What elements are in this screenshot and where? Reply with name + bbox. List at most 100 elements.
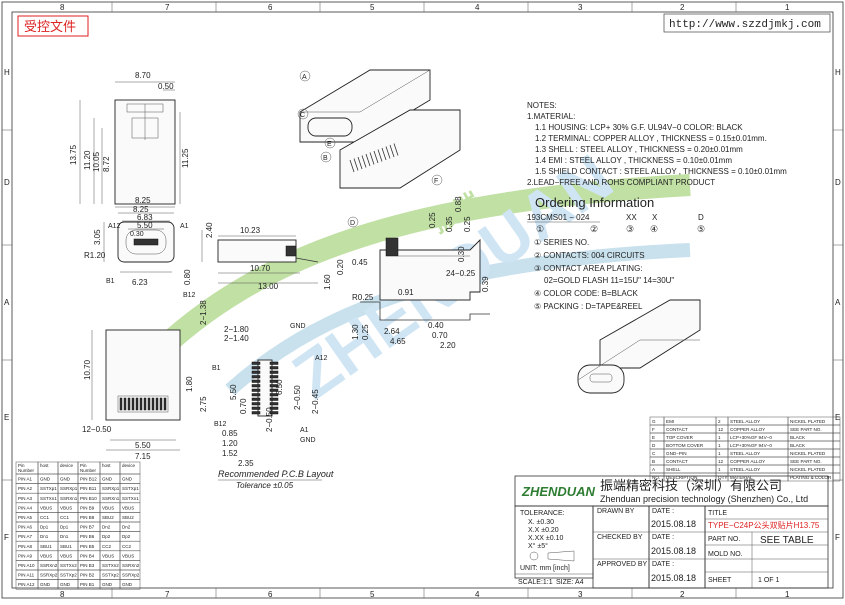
note-line: 1.4 EMI : STEEL ALLOY , THICKNESS = 0.10…: [535, 156, 732, 165]
tolerance-line: X° ±5°: [528, 542, 548, 550]
pin-table-cell-text: SSRXp1: [102, 486, 120, 491]
pin-table-cell-text: Dn2: [102, 525, 111, 530]
pin-table-cell-text: Dp2: [102, 534, 111, 539]
bom-cell-text: NO.: [652, 475, 660, 480]
company-logo: ZHENDUAN: [521, 484, 596, 499]
pin-table-cell-text: SSTXp2: [60, 573, 77, 578]
pcb-pad: [147, 397, 151, 411]
iso-top-opening: [307, 117, 353, 137]
dim-label: 0.30: [457, 246, 466, 262]
dim-label: 0.25: [463, 216, 472, 232]
pcb-detail-pads: [251, 361, 279, 415]
col-label: 7: [165, 590, 170, 599]
title-value: TYPE−C24P公头双贴片H13.75: [708, 520, 820, 530]
callout-circle: [431, 174, 443, 186]
dim-label: 0.85: [222, 429, 238, 438]
pin-table-cell-text: SSRXp2: [40, 573, 58, 578]
pin-table-cell-text: VBUS: [122, 505, 134, 510]
pcb-detail-pad: [251, 411, 261, 415]
bom-cell-text: G: [652, 419, 656, 424]
bom-cell-text: 2: [718, 419, 721, 424]
pcb-detail-pad: [269, 375, 279, 379]
bom-cell-text: PLATING & COLOR: [790, 475, 832, 480]
signature-col: [592, 505, 650, 589]
date-value: 2015.08.18: [651, 546, 696, 556]
bom-cell-text: B: [652, 459, 655, 464]
col-label: 1: [785, 3, 790, 12]
pin-table-cell-text: PIN B8: [80, 515, 95, 520]
part-label: PART NO.: [708, 536, 740, 543]
pcb-pads: [119, 397, 167, 411]
ordering-code: 193CMS01 − 024: [527, 213, 590, 222]
bom-cell-text: 12: [718, 459, 724, 464]
dim-label: 0.20: [336, 259, 345, 275]
row-label: A: [4, 298, 10, 307]
callout-circle: [347, 216, 359, 228]
front-view-tongue: [133, 238, 159, 246]
pin-table-cell-text: VBUS: [122, 553, 134, 558]
dim-label: 10.70: [250, 264, 271, 273]
row-label: E: [4, 413, 9, 422]
bom-cell-text: STEEL ALLOY: [730, 467, 760, 472]
bom-cell-text: LCP+30%GF 94V−0: [730, 443, 772, 448]
dim-label: 0.88: [454, 196, 463, 212]
pin-detail-lead: [360, 301, 490, 321]
sheet-value: 1 OF 1: [758, 577, 780, 584]
sheet-label: SHEET: [708, 577, 732, 584]
callout-circle: [299, 70, 311, 82]
dim-label: 2−1.38: [199, 300, 208, 325]
note-line: 1.1 HOUSING: LCP+ 30% G.F. UL94V−0 COLOR…: [535, 123, 743, 132]
pin-table-header: host: [102, 463, 111, 468]
scale-label: SCALE:1:1: [518, 579, 553, 586]
dim-label: 8.70: [135, 71, 151, 80]
dim-label: 1.52: [222, 449, 238, 458]
inner-frame: [11, 11, 834, 589]
pin-table-cell-text: SSTXp1: [40, 486, 57, 491]
pin-table-cell-text: PIN A2: [18, 486, 33, 491]
pin-table-cell-text: VBUS: [40, 553, 52, 558]
ordering-line: ② CONTACTS: 004 CIRCUITS: [534, 251, 645, 260]
dim-label: 1.60: [323, 274, 332, 290]
row-label: F: [4, 533, 9, 542]
row-label: D: [835, 178, 841, 187]
pcb-detail-pad: [251, 402, 261, 406]
date-value: 2015.08.18: [651, 519, 696, 529]
col-label: 3: [578, 590, 583, 599]
pcb-pad: [131, 397, 135, 411]
dim-label: 0.30: [130, 231, 144, 238]
bom-cell-text: 1: [718, 443, 721, 448]
dim-label: 11.20: [83, 150, 92, 170]
stamp-text: 受控文件: [24, 19, 76, 34]
iso-contact: [373, 150, 379, 164]
pin-label: B12: [214, 421, 227, 428]
dim-label: 2−1.40: [224, 334, 249, 343]
drawn-by-label: DRAWN BY: [597, 508, 635, 515]
col-label: 8: [60, 590, 65, 599]
pin-table-cell-text: GND: [102, 582, 113, 587]
row-label: D: [4, 178, 10, 187]
pcb-detail-pad: [269, 366, 279, 370]
pin-table-cell-text: PIN B5: [80, 544, 95, 549]
pin-table-cell-text: PIN A8: [18, 544, 33, 549]
row-label: F: [835, 533, 840, 542]
dim-label: 10.05: [92, 151, 101, 172]
pin-table-cell-text: VBUS: [60, 505, 72, 510]
pin-table-cell-text: SBU1: [60, 544, 72, 549]
top-view-body: [114, 99, 176, 205]
dim-label: 3.05: [93, 229, 102, 245]
col-label: 4: [475, 590, 480, 599]
pin-table-cell-text: SSRXp2: [122, 573, 140, 578]
callout-circle: [320, 151, 332, 163]
pcb-detail-pad: [251, 379, 261, 383]
website-link[interactable]: http://www.szzdjmkj.com: [669, 19, 821, 31]
side-view-body: [217, 239, 297, 263]
tolerance-label: TOLERANCE:: [520, 510, 565, 517]
pcb-detail-pad: [251, 388, 261, 392]
pin-table-cell-text: CC2: [122, 544, 131, 549]
pin-label: B1: [212, 365, 221, 372]
pin-table-cell-text: PIN B11: [80, 486, 97, 491]
pin-detail-contact: [385, 237, 399, 257]
dim-label: 2.75: [199, 396, 208, 412]
dim-label: 7.15: [135, 452, 151, 461]
